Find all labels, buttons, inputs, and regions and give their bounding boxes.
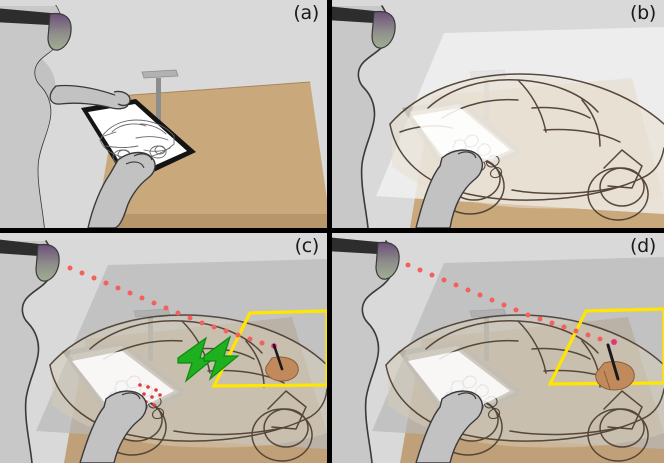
panel-a-artwork <box>0 0 327 228</box>
hand-holding-stylus-at-target <box>595 343 635 391</box>
right-hand-drawing <box>79 390 148 463</box>
hand-holding-stylus-at-target <box>265 343 299 382</box>
green-double-chevron-move-arrows <box>177 335 240 383</box>
ar-smart-glasses <box>332 6 396 49</box>
red-dotted-gaze-ray <box>67 265 277 349</box>
panel-c: (c) <box>0 233 327 463</box>
panel-divider-horizontal <box>0 228 664 233</box>
panel-c-artwork <box>0 233 327 463</box>
panel-label-c: (c) <box>294 235 320 257</box>
panel-label-a: (a) <box>293 2 319 24</box>
drawing-tablet <box>81 99 196 184</box>
panel-label-b: (b) <box>630 2 656 24</box>
car-side-view-pencil-sketch <box>99 119 175 165</box>
left-hand-holding-tablet <box>49 84 131 110</box>
red-dotted-gaze-ray <box>405 262 617 345</box>
panel-b: (b) <box>332 0 664 228</box>
panel-label-d: (d) <box>630 235 656 257</box>
panel-b-artwork <box>332 0 664 228</box>
panel-d: (d) <box>332 233 664 463</box>
yellow-region-selection-rectangle <box>547 307 664 386</box>
right-hand-drawing <box>415 390 484 463</box>
tablet-screen-highlight <box>72 351 174 419</box>
ar-smart-glasses <box>0 239 60 282</box>
right-hand-drawing <box>87 151 156 228</box>
tablet-screen-highlight <box>408 351 510 419</box>
t-shaped-tracking-marker <box>141 69 179 122</box>
ar-smart-glasses <box>0 8 72 51</box>
panel-d-artwork <box>332 233 664 463</box>
tablet-screen-highlight <box>412 108 510 174</box>
right-hand-drawing <box>415 149 484 228</box>
ar-smart-glasses <box>332 237 400 280</box>
panel-a: (a) <box>0 0 327 228</box>
